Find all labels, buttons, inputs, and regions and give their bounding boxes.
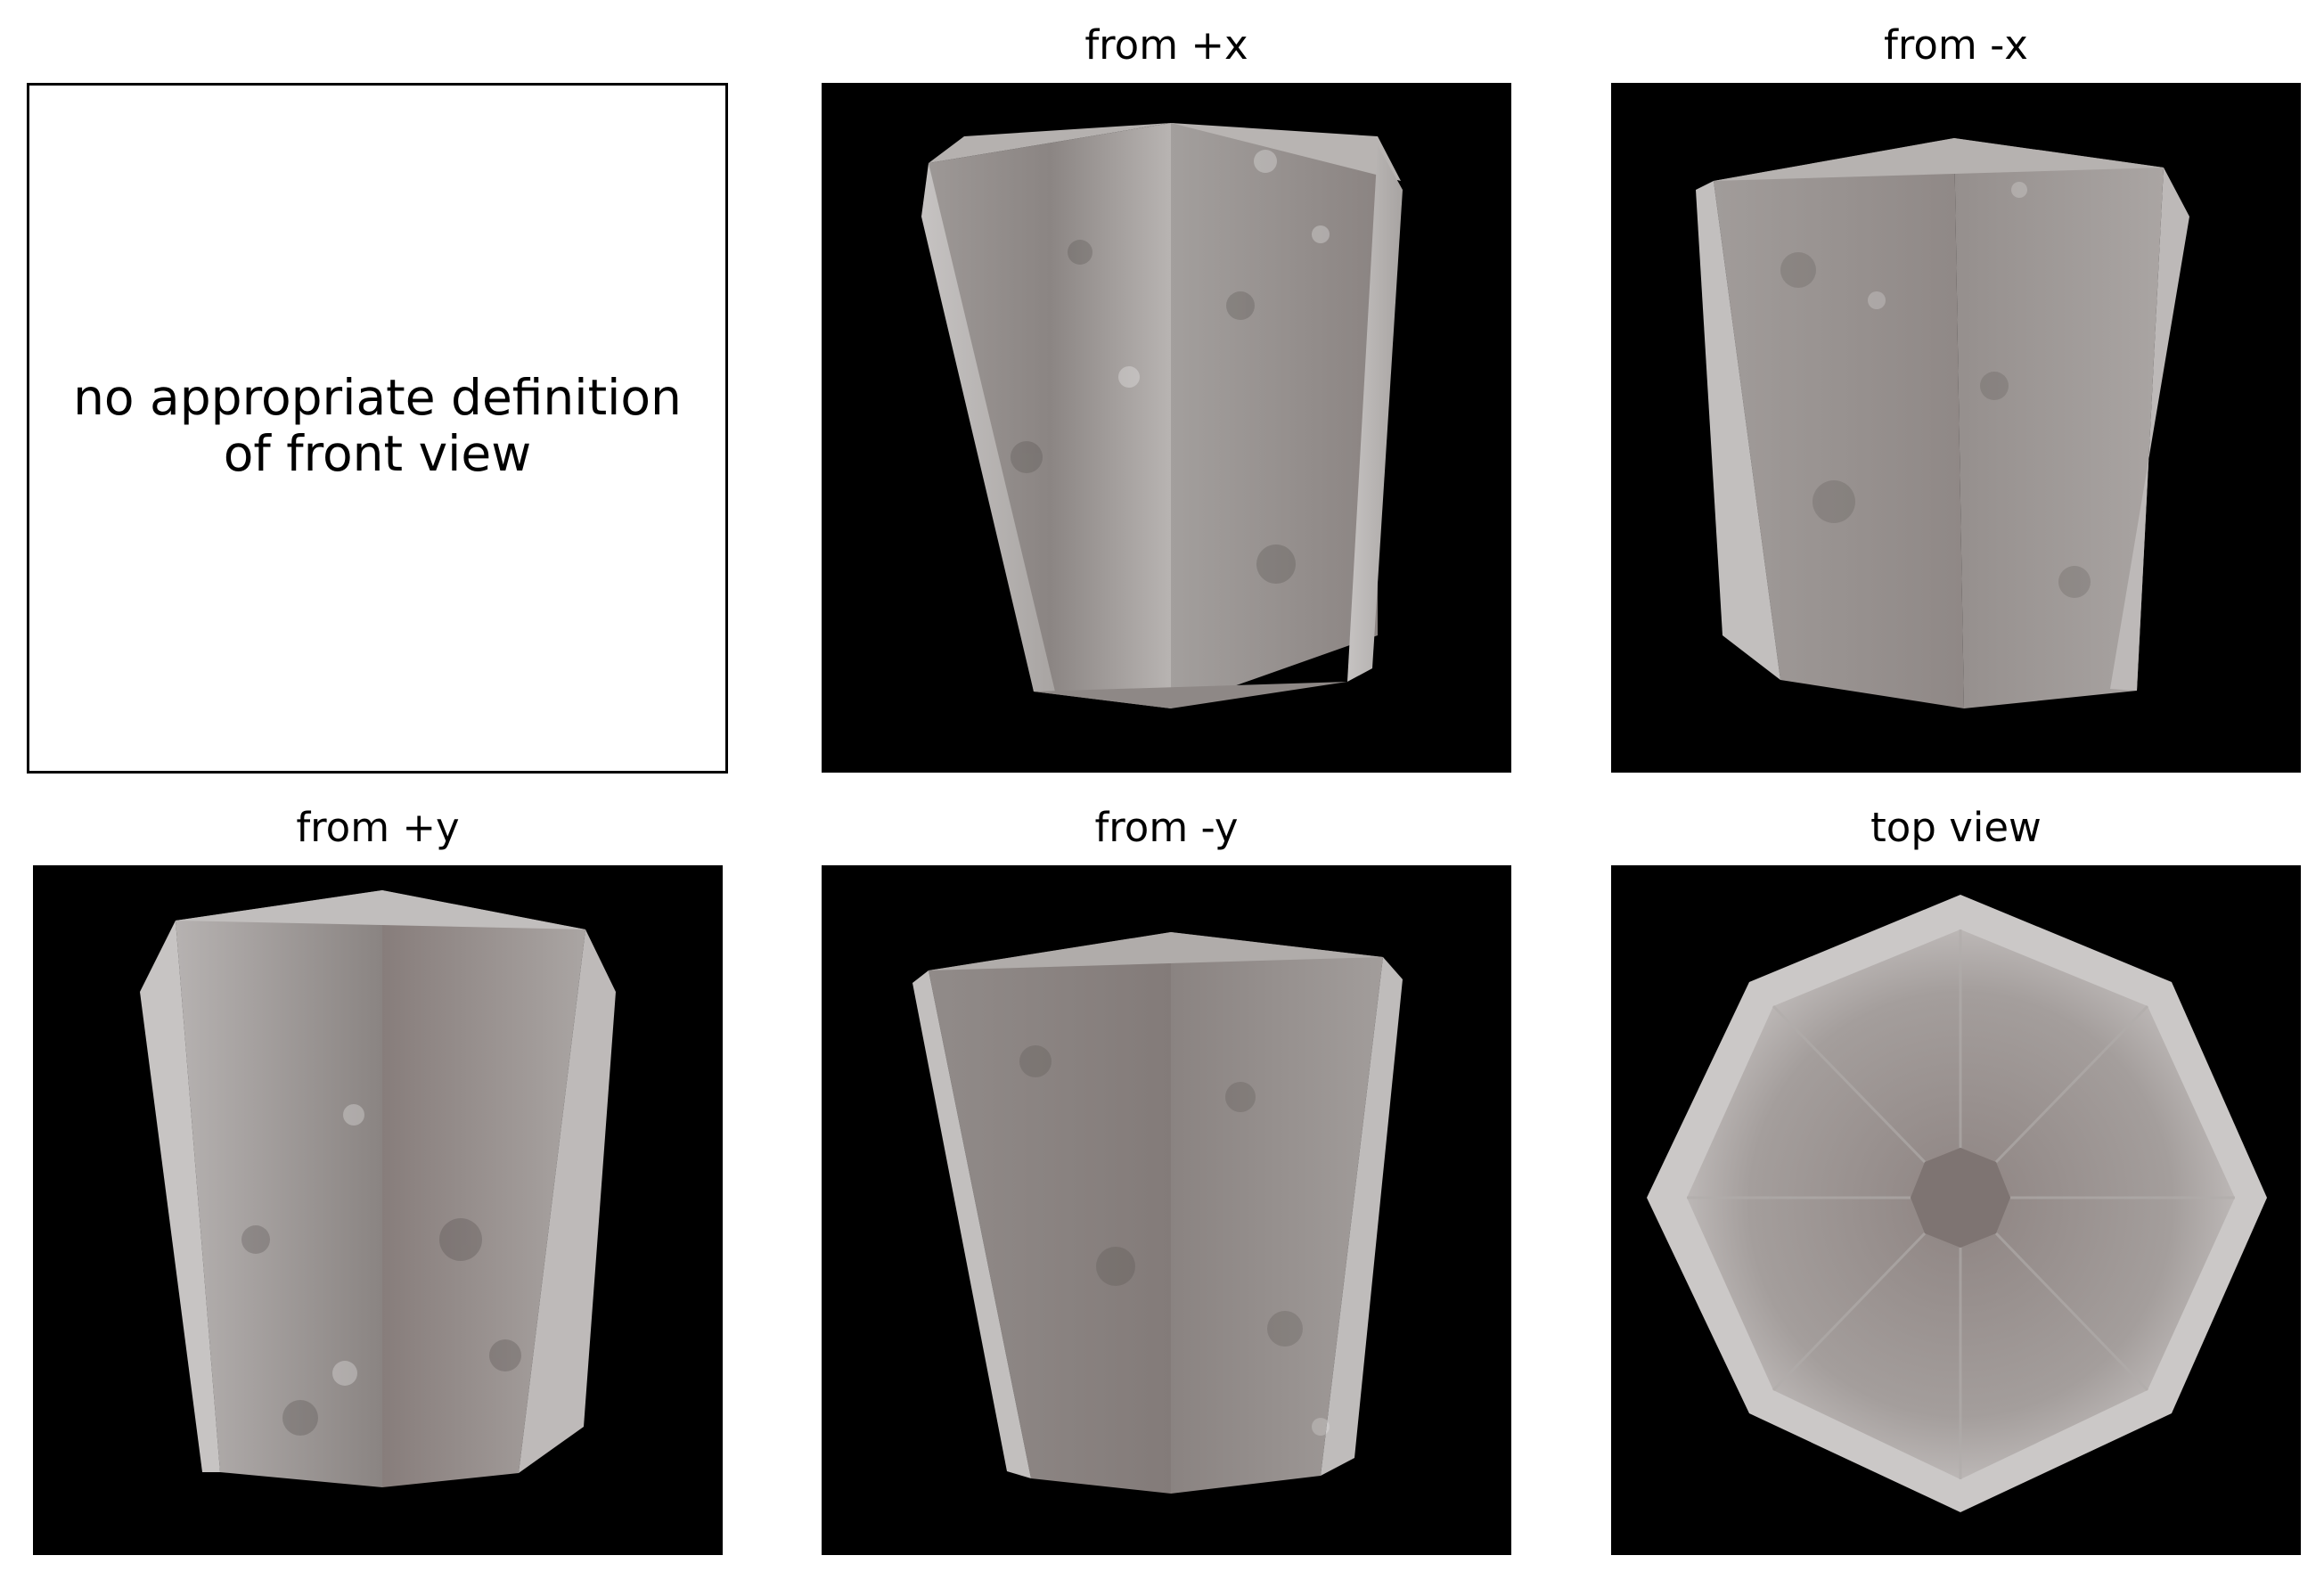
minus-y-render xyxy=(912,932,1403,1494)
face-edge-left xyxy=(912,970,1031,1478)
face-edge-right xyxy=(519,929,616,1473)
top-view xyxy=(1611,865,2301,1555)
octagon-hole xyxy=(1911,1148,2010,1248)
front-view-panel: no appropriate definition of front view xyxy=(27,83,728,774)
face-left xyxy=(1714,138,1964,708)
face-edge-right xyxy=(1321,957,1403,1476)
plus-y-title: from +y xyxy=(296,804,460,851)
face-right xyxy=(1954,138,2164,708)
face-right xyxy=(1171,932,1383,1494)
face-left xyxy=(929,123,1171,708)
front-view-note: no appropriate definition of front view xyxy=(73,369,682,482)
top-view-title: top view xyxy=(1870,804,2042,851)
face-edge-left xyxy=(921,163,1055,692)
minus-x-view xyxy=(1611,83,2301,773)
plus-x-title: from +x xyxy=(1084,21,1248,69)
top-render xyxy=(1647,895,2267,1512)
face-left xyxy=(929,932,1171,1494)
face-edge-left xyxy=(1696,181,1780,680)
minus-y-title: from -y xyxy=(1094,804,1239,851)
plus-x-view xyxy=(822,83,1511,773)
minus-y-view xyxy=(822,865,1511,1555)
face-edge-right xyxy=(1347,145,1403,682)
face-edge-right xyxy=(2110,168,2189,691)
face-left xyxy=(176,890,382,1487)
minus-x-title: from -x xyxy=(1884,21,2028,69)
face-right xyxy=(1171,123,1378,708)
face-edge-left xyxy=(140,921,220,1472)
plus-y-render xyxy=(140,890,616,1487)
plus-x-render xyxy=(921,123,1403,708)
minus-x-render xyxy=(1696,138,2189,708)
face-right xyxy=(382,890,585,1487)
plus-y-view xyxy=(33,865,723,1555)
